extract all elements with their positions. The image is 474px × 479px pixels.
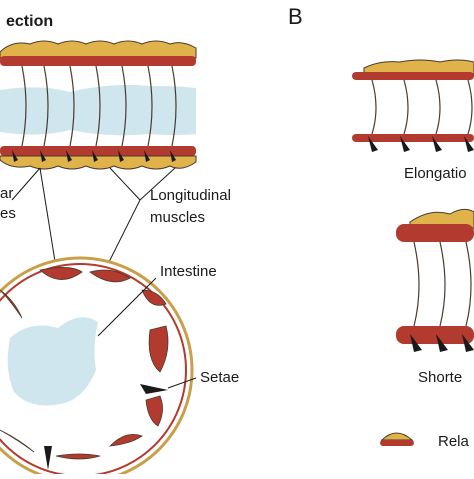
setae-callout (167, 377, 197, 389)
setae-bottom (44, 446, 52, 470)
intestine-callout (97, 277, 157, 337)
panel-a: ection (0, 13, 239, 479)
longitudinal-muscle-blocks (0, 267, 169, 460)
top-longitudinal-muscle (0, 56, 196, 66)
elongation-worm (352, 59, 474, 152)
intestine-cross-section (7, 317, 98, 406)
cross-section (0, 256, 194, 479)
legend-segment-swatch (380, 432, 414, 441)
top-segments (0, 40, 197, 59)
panel-a-title: ection (6, 13, 53, 30)
setae-side (140, 384, 168, 394)
legend-label: Rela (438, 433, 470, 450)
cross-section-outline (0, 256, 194, 479)
intestine-section (0, 84, 196, 136)
bottom-longitudinal-muscle (0, 146, 196, 156)
shortening-label: Shorte (418, 369, 462, 386)
elongation-label: Elongatio (404, 165, 467, 182)
panel-b: B Elongatio (288, 4, 474, 450)
shortening-worm (396, 208, 474, 352)
setae-row (12, 150, 176, 162)
panel-b-letter: B (288, 4, 303, 29)
intestine-label: Intestine (160, 263, 217, 280)
circular-muscles-label-2: es (0, 205, 16, 222)
longitudinal-label-line1: Longitudinal (150, 187, 231, 204)
longitudinal-label-line2: muscles (150, 209, 205, 226)
legend: Rela (380, 432, 470, 450)
circular-muscles-label-1: ar (0, 185, 13, 202)
top-segment-row (0, 40, 197, 59)
bottom-segments (0, 155, 197, 170)
segment-partitions (21, 65, 177, 147)
legend-muscle-swatch (380, 440, 414, 446)
setae-label: Setae (200, 369, 239, 386)
